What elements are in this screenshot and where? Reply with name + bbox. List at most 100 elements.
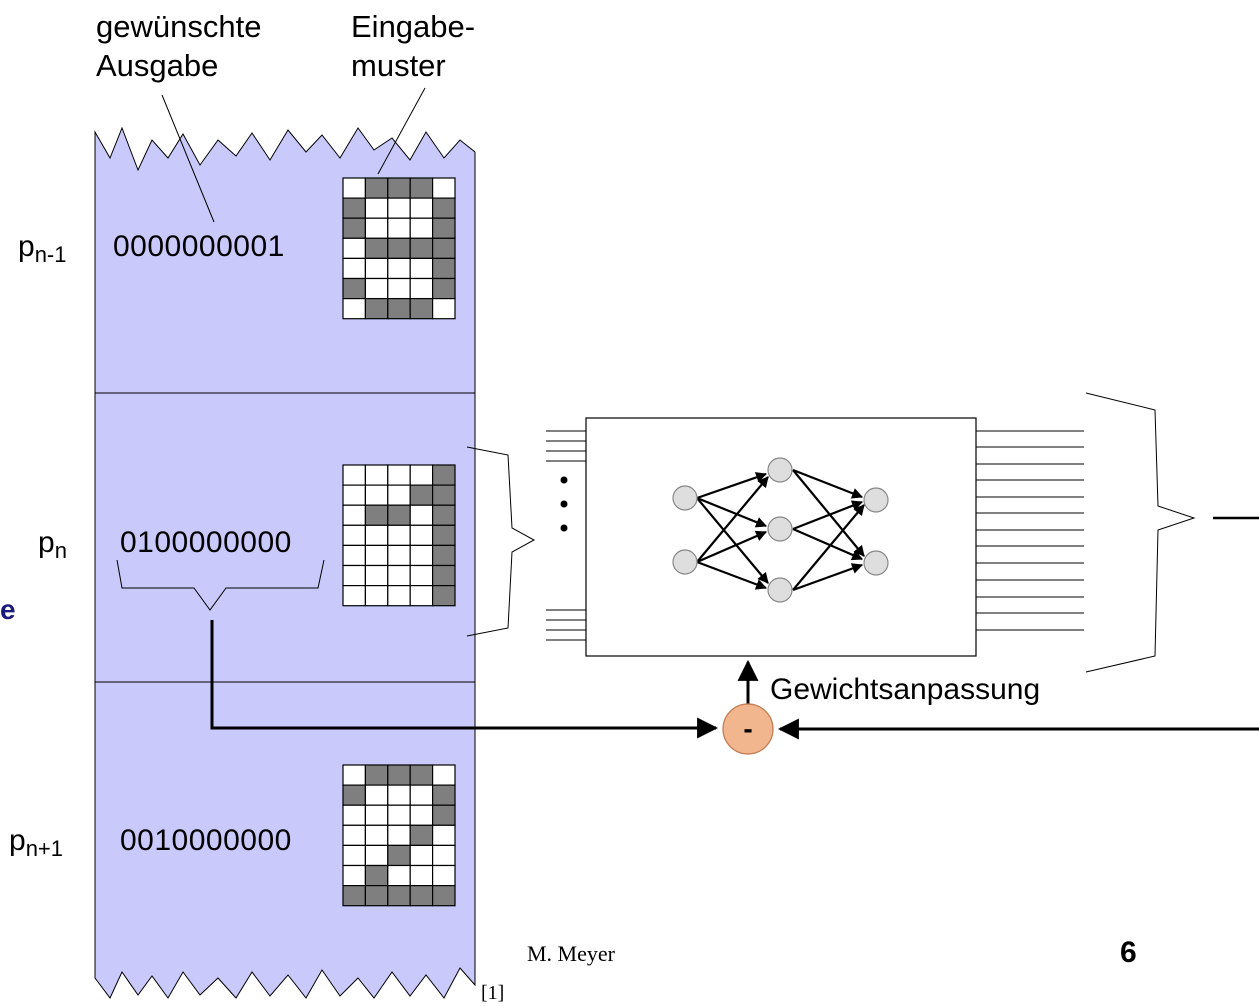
input-pattern-grid — [342, 464, 456, 607]
pixel-off — [432, 844, 456, 867]
pixel-off — [409, 217, 434, 239]
pixel-on — [342, 884, 366, 907]
pixel-off — [432, 177, 456, 199]
pixel-on — [432, 524, 456, 546]
pixel-on — [432, 544, 456, 567]
pixel-off — [387, 464, 411, 486]
pixel-on — [432, 237, 456, 260]
network-neurons — [672, 457, 889, 603]
pixel-on — [364, 884, 389, 907]
pixel-on — [409, 824, 434, 846]
pixel-on — [387, 764, 411, 786]
weight-adjustment-label: Gewichtsanpassung — [770, 673, 1041, 706]
pixel-off — [409, 504, 434, 526]
pixel-on — [432, 257, 456, 280]
pixel-off — [342, 298, 366, 320]
pixel-off — [409, 277, 434, 300]
pixel-on — [364, 298, 389, 320]
pixel-off — [364, 464, 389, 486]
pixel-on — [387, 844, 411, 867]
pixel-on — [432, 584, 456, 607]
pixel-off — [364, 277, 389, 300]
pixel-off — [364, 824, 389, 846]
pixel-off — [432, 824, 456, 846]
pixel-off — [432, 298, 456, 320]
pixel-off — [409, 197, 434, 219]
citation-ref: [1] — [481, 982, 505, 1004]
pixel-off — [342, 464, 366, 486]
pixel-off — [342, 237, 366, 260]
pixel-on — [432, 884, 456, 907]
pixel-on — [342, 784, 366, 806]
pixel-off — [342, 177, 366, 199]
pixel-on — [364, 864, 389, 887]
desired-output-feedback-arrow — [210, 620, 719, 739]
pixel-on — [364, 177, 389, 199]
pixel-off — [387, 804, 411, 826]
pixel-off — [342, 764, 366, 786]
pixel-on — [387, 177, 411, 199]
pixel-off — [409, 564, 434, 587]
pixel-off — [387, 197, 411, 219]
pixel-off — [432, 764, 456, 786]
pixel-off — [387, 864, 411, 887]
pixel-on — [409, 177, 434, 199]
pixel-on — [432, 564, 456, 587]
pixel-off — [387, 277, 411, 300]
subtract-symbol: - — [743, 713, 752, 744]
input-pattern-heading: Eingabe- muster — [351, 9, 476, 83]
pixel-off — [387, 784, 411, 806]
pixel-off — [342, 484, 366, 506]
pixel-on — [342, 217, 366, 239]
pixel-on — [409, 237, 434, 260]
pixel-on — [409, 484, 434, 506]
output-code-brace — [116, 559, 325, 611]
pixel-off — [387, 484, 411, 506]
pixel-on — [432, 277, 456, 300]
pixel-off — [387, 257, 411, 280]
pixel-off — [342, 504, 366, 526]
pixel-on — [432, 217, 456, 239]
pixel-on — [364, 237, 389, 260]
pixel-off — [409, 844, 434, 867]
pixel-off — [364, 544, 389, 567]
input-pattern-grid — [342, 764, 456, 907]
pixel-off — [387, 584, 411, 607]
pixel-on — [432, 804, 456, 826]
input-brace — [466, 446, 536, 637]
pixel-on — [387, 298, 411, 320]
output-brace — [1085, 392, 1196, 673]
pixel-on — [387, 237, 411, 260]
pixel-off — [342, 524, 366, 546]
hidden-neuron — [767, 457, 793, 483]
pixel-off — [432, 864, 456, 887]
pixel-off — [364, 524, 389, 546]
pixel-off — [342, 804, 366, 826]
network-output-lines — [976, 430, 1084, 631]
desired-output-heading: gewünschte Ausgabe — [96, 9, 262, 83]
pixel-off — [387, 544, 411, 567]
pixel-on — [432, 197, 456, 219]
ellipsis-dots — [560, 476, 568, 532]
output-neuron — [863, 550, 889, 576]
pixel-off — [364, 584, 389, 607]
pixel-on — [409, 884, 434, 907]
input-neuron — [672, 485, 698, 511]
pixel-off — [342, 864, 366, 887]
pixel-on — [364, 504, 389, 526]
pixel-on — [364, 764, 389, 786]
pixel-off — [409, 257, 434, 280]
pixel-on — [387, 504, 411, 526]
pixel-on — [342, 197, 366, 219]
left-edge-fragment: e — [0, 594, 16, 625]
pixel-off — [387, 217, 411, 239]
pixel-off — [364, 197, 389, 219]
input-neuron — [672, 549, 698, 575]
pixel-off — [409, 864, 434, 887]
pixel-on — [432, 484, 456, 506]
pixel-off — [409, 464, 434, 486]
pattern-label-next: pn+1 — [9, 824, 64, 861]
pixel-off — [364, 217, 389, 239]
pixel-off — [342, 844, 366, 867]
